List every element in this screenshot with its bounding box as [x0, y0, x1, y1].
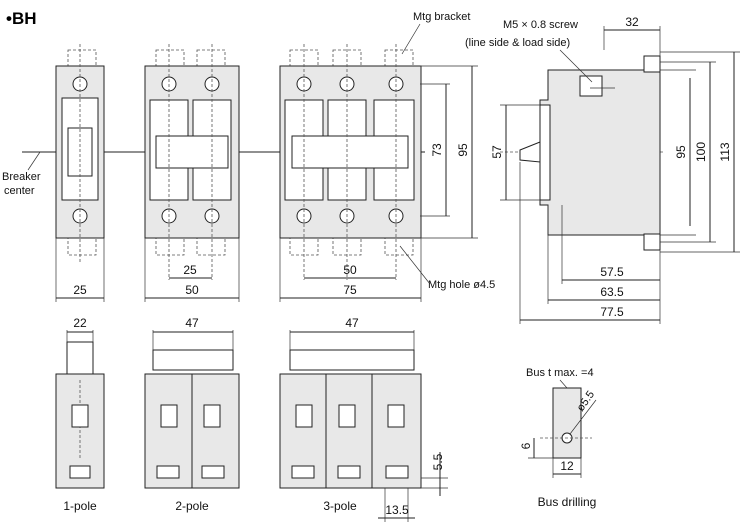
- dim-3pole-pitch: 50: [343, 263, 357, 277]
- bottom-terminal-icon: [387, 404, 405, 428]
- mtg-hole-callout: Mtg hole ø4.5: [428, 279, 495, 291]
- side-bracket-bottom: [643, 233, 661, 251]
- front-3pole: [279, 44, 422, 280]
- bus-hole-leader: [569, 399, 597, 435]
- mtg-bracket-bottom: [155, 236, 185, 256]
- dim-13-5: 13.5: [385, 503, 409, 517]
- dim-5-5: 5.5: [431, 453, 445, 470]
- bottom-terminal-icon: [338, 404, 356, 428]
- side-handle: [519, 141, 541, 163]
- tie-bar-handle: [155, 135, 229, 169]
- dim-32: 32: [625, 15, 639, 29]
- dim-95: 95: [456, 143, 470, 157]
- mtg-bracket-top: [196, 49, 226, 69]
- front-2pole: [144, 44, 240, 280]
- mtg-bracket-bottom: [67, 236, 97, 256]
- front-1pole: [55, 44, 105, 262]
- dim-2pole-pitch: 25: [183, 263, 197, 277]
- bus-bar: [552, 387, 582, 459]
- screw-callout-2: (line side & load side): [465, 37, 570, 49]
- mtg-bracket-bottom: [384, 236, 414, 256]
- bottom-terminal-icon: [160, 404, 178, 428]
- breaker-center-label-1: Breaker: [2, 171, 41, 183]
- bottom-slot: [291, 465, 315, 479]
- bottom-2pole: [144, 349, 240, 489]
- bottom-handle: [289, 349, 415, 371]
- dim-2pole-width: 50: [185, 283, 199, 297]
- side-view: [500, 55, 665, 251]
- bottom-terminal-icon: [295, 404, 313, 428]
- bottom-terminal-icon: [203, 404, 221, 428]
- caption-1pole: 1-pole: [63, 499, 97, 513]
- caption-3pole: 3-pole: [323, 499, 357, 513]
- side-face: [539, 104, 551, 201]
- dim-3pole-width: 75: [343, 283, 357, 297]
- bus-t-max: Bus t max. =4: [526, 367, 594, 379]
- bottom-slot: [337, 465, 361, 479]
- dim-73: 73: [430, 143, 444, 157]
- bottom-3pole: [279, 349, 422, 489]
- mtg-bracket-leader: [401, 23, 421, 55]
- dim-57: 57: [490, 145, 504, 159]
- tie-bar-handle: [291, 135, 409, 169]
- mtg-bracket-top: [67, 49, 97, 69]
- screw-leader: [559, 49, 593, 83]
- bottom-slot: [69, 465, 91, 479]
- drawing-title: •BH: [6, 9, 37, 28]
- bottom-1pole: [55, 341, 105, 489]
- side-terminal: [579, 75, 603, 97]
- caption-bus-drilling: Bus drilling: [538, 495, 597, 509]
- bottom-slot: [385, 465, 409, 479]
- dim-95-side: 95: [674, 145, 688, 159]
- bottom-terminal-icon: [71, 404, 89, 428]
- caption-2pole: 2-pole: [175, 499, 209, 513]
- mtg-bracket-top: [384, 49, 414, 69]
- dim-47-2pole: 47: [185, 316, 199, 330]
- dim-113: 113: [718, 142, 732, 161]
- dim-1pole-width: 25: [73, 283, 87, 297]
- dim-100: 100: [694, 142, 708, 162]
- bottom-slot: [156, 465, 180, 479]
- mtg-bracket-callout: Mtg bracket: [413, 11, 470, 23]
- dim-77-5: 77.5: [600, 305, 624, 319]
- bottom-handle: [66, 341, 94, 375]
- side-bracket-top: [643, 55, 661, 73]
- dim-63-5: 63.5: [600, 285, 624, 299]
- mtg-hole-leader: [399, 245, 431, 285]
- screw-callout-1: M5 × 0.8 screw: [503, 19, 578, 31]
- dim-47-3pole: 47: [345, 316, 359, 330]
- dim-6: 6: [519, 442, 533, 449]
- dim-57-5: 57.5: [600, 265, 624, 279]
- bottom-handle: [152, 349, 234, 371]
- dim-12: 12: [560, 459, 574, 473]
- bus-t-leader: [559, 379, 568, 389]
- breaker-center-label-2: center: [4, 185, 35, 197]
- bottom-slot: [201, 465, 225, 479]
- dim-22: 22: [73, 316, 87, 330]
- mtg-bracket-bottom: [196, 236, 226, 256]
- mtg-bracket-top: [155, 49, 185, 69]
- breaker-center-leader: [27, 151, 41, 171]
